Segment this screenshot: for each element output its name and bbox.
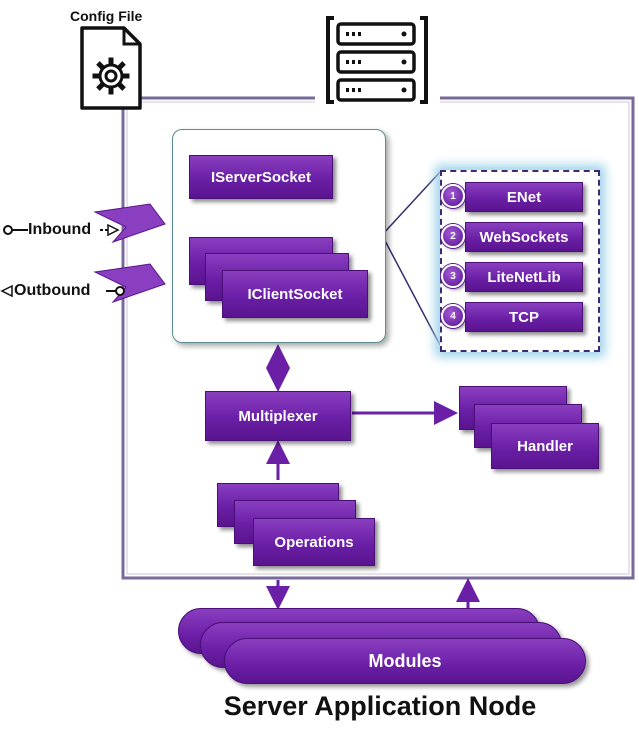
- outbound-label: Outbound: [14, 282, 91, 299]
- config-file-gear-icon: [80, 26, 142, 110]
- server-rack-icon: [326, 16, 428, 104]
- transport-websockets-box: WebSockets: [465, 222, 583, 252]
- iclient-socket-box: IClientSocket: [222, 270, 368, 318]
- operations-box: Operations: [253, 518, 375, 566]
- transport-number-2: 2: [441, 224, 465, 248]
- transport-tcp-box: TCP: [465, 302, 583, 332]
- inbound-label: Inbound: [28, 221, 92, 238]
- transport-number-1: 1: [441, 184, 465, 208]
- config-file-label: Config File: [70, 8, 143, 24]
- handler-box: Handler: [491, 423, 599, 469]
- diagram-caption: Server Application Node: [223, 691, 537, 721]
- transport-enet-box: ENet: [465, 182, 583, 212]
- modules-pill: Modules: [224, 638, 586, 684]
- transport-number-4: 4: [441, 304, 465, 328]
- multiplexer-box: Multiplexer: [205, 391, 351, 441]
- iserver-socket-box: IServerSocket: [189, 155, 333, 199]
- inbound-port: [3, 203, 166, 244]
- transport-number-3: 3: [441, 264, 465, 288]
- transport-litenetlib-box: LiteNetLib: [465, 262, 583, 292]
- outbound-port: [0, 263, 166, 304]
